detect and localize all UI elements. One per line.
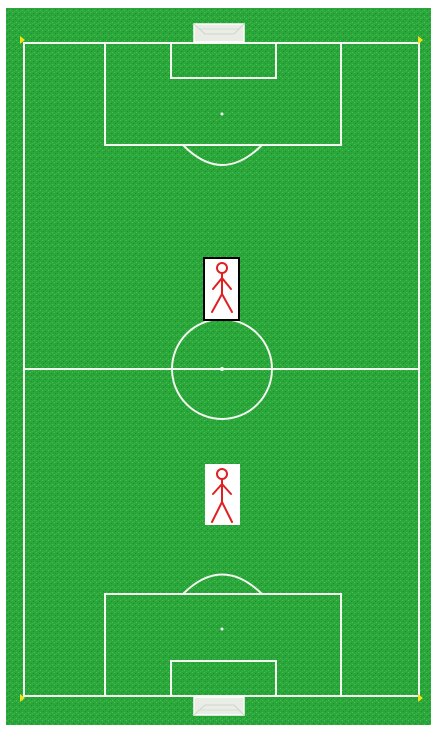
player-2-token[interactable]	[205, 464, 240, 525]
bottom-penalty-spot	[221, 628, 224, 631]
top-penalty-spot	[221, 113, 224, 116]
center-spot	[220, 367, 224, 371]
player-1-token[interactable]	[204, 258, 239, 320]
top-goal	[194, 24, 244, 42]
bottom-goal	[194, 697, 244, 715]
grass-field	[6, 8, 431, 725]
